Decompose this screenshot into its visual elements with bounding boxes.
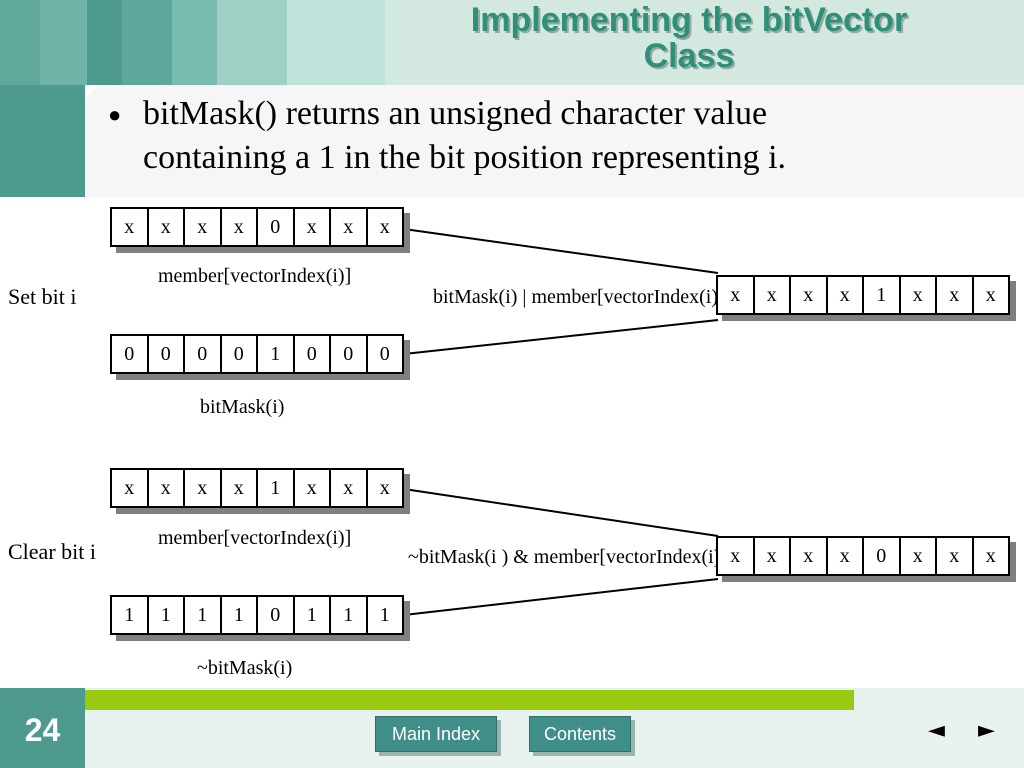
bit-cell: 1 <box>379 603 390 626</box>
main-index-button[interactable]: Main Index <box>375 716 497 752</box>
bit-cell: x <box>828 277 864 313</box>
bit-cell: 0 <box>112 336 149 372</box>
bit-cell: x <box>901 538 937 574</box>
bullet-area <box>85 85 1024 197</box>
set-member-connector <box>403 228 719 274</box>
bit-cell: 1 <box>185 597 222 633</box>
bit-cell: x <box>222 470 258 506</box>
bit-cell: x <box>791 538 828 574</box>
bit-cell: 0 <box>379 342 390 365</box>
bullet-line2: containing a 1 in the bit position repre… <box>143 139 787 176</box>
footer-left-band <box>0 688 85 768</box>
bit-cell: x <box>937 277 974 313</box>
bullet-text: bitMask() returns an unsigned character … <box>143 92 1003 180</box>
slide-title-line2: Class <box>643 37 735 75</box>
bit-cell: x <box>937 538 974 574</box>
bit-cell: 1 <box>258 336 295 372</box>
bit-cell: 0 <box>222 336 258 372</box>
set-mask-connector <box>403 319 719 355</box>
bit-cell: x <box>149 470 185 506</box>
header-stripe <box>172 0 217 85</box>
bit-cell: 1 <box>331 597 368 633</box>
bit-cell: x <box>828 538 864 574</box>
header-stripe <box>217 0 287 85</box>
header-stripe <box>40 0 87 85</box>
clear-mask-connector <box>403 578 719 616</box>
header-stripe <box>0 0 40 85</box>
clear-member-label: member[vectorIndex(i)] <box>158 527 352 549</box>
bit-cell: x <box>185 470 222 506</box>
bit-cell: 0 <box>331 336 368 372</box>
bit-cell: x <box>331 470 368 506</box>
bit-cell: 1 <box>295 597 331 633</box>
set-result-label: bitMask(i) | member[vectorIndex(i)] <box>433 286 725 308</box>
title-band <box>385 0 1024 85</box>
clear-member-connector <box>403 488 719 537</box>
bit-cell: x <box>295 470 331 506</box>
bullet-point-icon: ● <box>108 102 122 127</box>
bit-cell: x <box>112 209 149 245</box>
left-band <box>0 85 85 197</box>
header-stripes <box>0 0 385 85</box>
header-stripe <box>287 0 385 85</box>
bit-cell: 1 <box>149 597 185 633</box>
bit-cell: x <box>985 544 996 567</box>
bit-cell: 0 <box>149 336 185 372</box>
clear-result-label: ~bitMask(i ) & member[vectorIndex(i)] <box>408 546 728 568</box>
next-slide-icon[interactable]: ► <box>978 718 995 743</box>
slide-title-line1: Implementing the bitVector <box>470 1 908 39</box>
page-number: 24 <box>24 712 61 748</box>
set-mask-label: bitMask(i) <box>200 396 285 418</box>
clear-mask-label: ~bitMask(i) <box>197 657 293 679</box>
set-bit-label: Set bit i <box>8 284 77 309</box>
bit-cell: x <box>379 215 390 238</box>
bit-cell: x <box>791 277 828 313</box>
bit-cell: x <box>295 209 331 245</box>
bit-cell: x <box>185 209 222 245</box>
set-member-label: member[vectorIndex(i)] <box>158 265 352 287</box>
bit-cell: x <box>718 538 755 574</box>
bit-cell: x <box>331 209 368 245</box>
bit-cell: 1 <box>258 470 295 506</box>
bit-cell: x <box>755 538 791 574</box>
bit-cell: x <box>985 283 996 306</box>
bit-cell: 0 <box>185 336 222 372</box>
bit-cell: x <box>379 476 390 499</box>
accent-bar <box>28 690 854 710</box>
header-stripe <box>87 0 122 85</box>
bit-cell: 0 <box>295 336 331 372</box>
bit-cell: x <box>149 209 185 245</box>
bit-cell: x <box>901 277 937 313</box>
slide-title: Implementing the bitVector Class <box>385 2 993 74</box>
bit-cell: x <box>755 277 791 313</box>
clear-bit-label: Clear bit i <box>8 539 96 564</box>
bullet-line1: bitMask() returns an unsigned character … <box>143 95 768 132</box>
bit-cell: 1 <box>112 597 149 633</box>
bit-cell: x <box>222 209 258 245</box>
bit-cell: 0 <box>864 538 901 574</box>
bit-cell: 1 <box>222 597 258 633</box>
bit-cell: 0 <box>258 597 295 633</box>
bit-cell: x <box>718 277 755 313</box>
bit-cell: x <box>112 470 149 506</box>
bit-cell: 1 <box>864 277 901 313</box>
contents-button[interactable]: Contents <box>529 716 631 752</box>
header-stripe <box>122 0 172 85</box>
previous-slide-icon[interactable]: ◄ <box>928 718 945 743</box>
bit-cell: 0 <box>258 209 295 245</box>
